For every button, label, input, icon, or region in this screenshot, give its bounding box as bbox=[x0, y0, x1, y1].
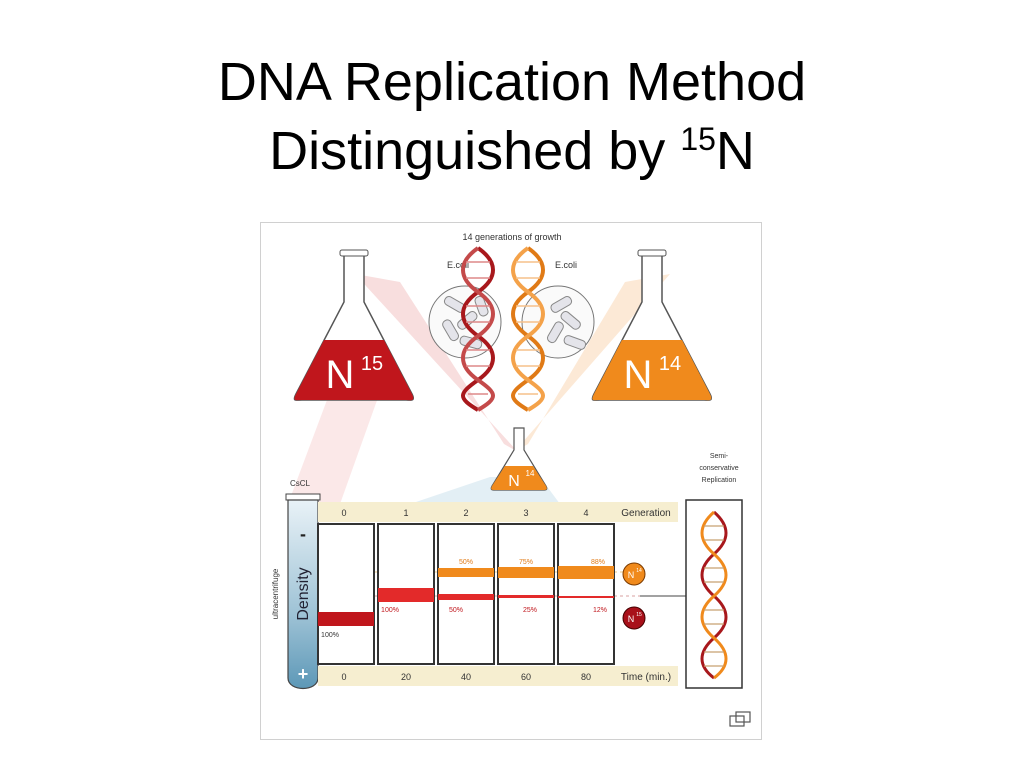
generation-2: 2 bbox=[463, 508, 468, 518]
dna-helix-red bbox=[461, 246, 495, 412]
dna-bands bbox=[318, 566, 614, 626]
band-heavy-gen-2 bbox=[438, 594, 494, 600]
dna-helix-orange bbox=[511, 246, 545, 412]
flask-center-n14: N 14 bbox=[490, 427, 548, 491]
flask-n14-liquid bbox=[592, 340, 712, 401]
heavy-percent-gen-4: 12% bbox=[593, 607, 607, 614]
legend-n15-label: N bbox=[628, 614, 635, 624]
generation-band bbox=[318, 502, 678, 522]
top-caption: 14 generations of growth bbox=[462, 232, 561, 242]
title-isotope-superscript: 15 bbox=[680, 121, 716, 158]
generation-4: 4 bbox=[583, 508, 588, 518]
semi-caption-line-3: Replication bbox=[702, 477, 737, 484]
flask-n14-label: N bbox=[624, 353, 653, 397]
band-heavy-gen-3 bbox=[498, 595, 554, 598]
generation-0: 0 bbox=[341, 508, 346, 518]
ecoli-label-right: E.coli bbox=[555, 260, 577, 270]
title-line-2: Distinguished by 15N bbox=[0, 117, 1024, 186]
ultracentrifuge-label: ultracentrifuge bbox=[271, 568, 280, 619]
flask-center-sup: 14 bbox=[526, 469, 535, 478]
time-band bbox=[318, 666, 678, 686]
semi-conservative-helix bbox=[700, 510, 728, 680]
flask-n15: N 15 bbox=[293, 249, 415, 401]
heavy-percent-gen-2: 50% bbox=[449, 607, 463, 614]
time-60: 60 bbox=[521, 672, 531, 682]
heavy-percent-gen-1: 100% bbox=[381, 607, 399, 614]
figure-svg: 14 generations of growth E.coli E.coli bbox=[260, 222, 762, 740]
generation-label: Generation bbox=[621, 508, 670, 519]
flask-n15-sup: 15 bbox=[361, 353, 383, 375]
title-line-2-prefix: Distinguished by bbox=[269, 121, 681, 182]
flask-center-label: N bbox=[508, 473, 520, 490]
title-line-1: DNA Replication Method bbox=[217, 52, 807, 112]
heavy-percent-gen-0: 100% bbox=[321, 632, 339, 639]
expand-icon[interactable] bbox=[729, 711, 751, 727]
legend-n14-sup: 14 bbox=[636, 568, 642, 574]
ecoli-label-left: E.coli bbox=[447, 260, 469, 270]
generation-1: 1 bbox=[403, 508, 408, 518]
generation-3: 3 bbox=[523, 508, 528, 518]
meselson-stahl-figure: 14 generations of growth E.coli E.coli bbox=[260, 222, 762, 740]
band-heavy-gen-1 bbox=[378, 588, 434, 602]
legend-n14: N 14 bbox=[622, 562, 646, 586]
time-0: 0 bbox=[341, 672, 346, 682]
light-percent-gen-3: 75% bbox=[519, 559, 533, 566]
flask-n14-sup: 14 bbox=[659, 353, 681, 375]
column-gen-3 bbox=[497, 523, 555, 665]
column-gen-4 bbox=[557, 523, 615, 665]
tube-minus: - bbox=[300, 524, 306, 544]
flask-n15-liquid bbox=[294, 340, 414, 401]
time-20: 20 bbox=[401, 672, 411, 682]
title-line-2-suffix: N bbox=[715, 121, 755, 182]
time-40: 40 bbox=[461, 672, 471, 682]
flask-n15-label: N bbox=[326, 353, 355, 397]
band-heavy-gen-0 bbox=[318, 612, 374, 626]
right-flask-ray bbox=[514, 274, 670, 452]
tube-plus: + bbox=[298, 664, 309, 684]
time-80: 80 bbox=[581, 672, 591, 682]
heavy-percent-gen-3: 25% bbox=[523, 607, 537, 614]
light-percent-gen-4: 88% bbox=[591, 559, 605, 566]
legend-n14-label: N bbox=[628, 570, 635, 580]
band-light-gen-3 bbox=[498, 567, 554, 578]
flask-n14: N 14 bbox=[591, 249, 713, 401]
column-gen-0 bbox=[317, 523, 375, 665]
band-light-gen-2 bbox=[438, 568, 494, 577]
density-label: Density bbox=[295, 567, 312, 620]
time-label: Time (min.) bbox=[621, 672, 671, 683]
semi-caption-line-1: Semi- bbox=[710, 453, 729, 460]
legend-n15: N 15 bbox=[622, 606, 646, 630]
semi-caption-line-2: conservative bbox=[699, 465, 738, 472]
density-tube: - + Density bbox=[285, 493, 321, 690]
left-flask-to-tube-ray bbox=[288, 392, 380, 504]
band-light-gen-4 bbox=[558, 566, 614, 579]
cscl-label: CsCL bbox=[290, 479, 311, 488]
band-heavy-gen-4 bbox=[558, 596, 614, 598]
legend-n15-sup: 15 bbox=[636, 612, 642, 618]
slide-title: DNA Replication Method Distinguished by … bbox=[0, 48, 1024, 186]
light-percent-gen-2: 50% bbox=[459, 559, 473, 566]
